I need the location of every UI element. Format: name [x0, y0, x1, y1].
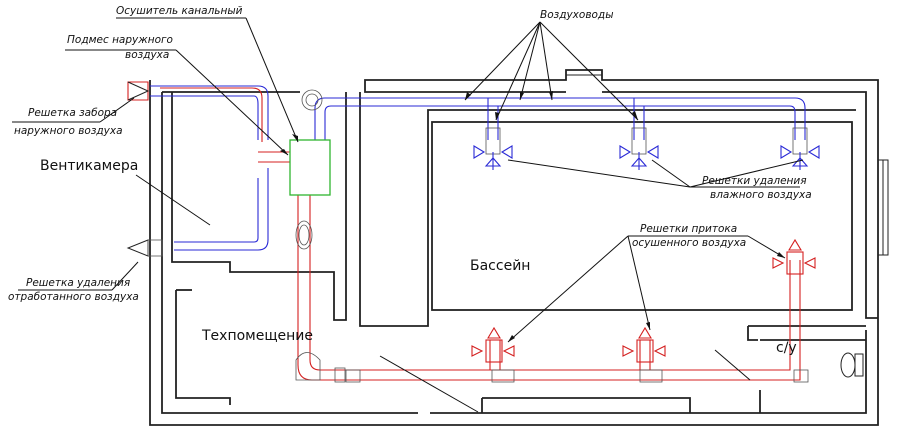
label-wc: с/у — [776, 340, 797, 356]
drop-1 — [487, 98, 499, 140]
label-pool: Бассейн — [470, 258, 530, 274]
exhaust-grille — [126, 239, 149, 257]
label-vent-room: Вентикамера — [40, 158, 138, 174]
label-supply-grilles-2: осушенного воздуха — [632, 237, 746, 249]
tech-lower-wall — [175, 290, 231, 405]
label-humid-exhaust-1: Решетки удаления — [702, 175, 807, 187]
toilet — [840, 352, 856, 378]
label-supply-grilles-1: Решетки притока — [640, 223, 737, 235]
pool-room-wall — [359, 92, 856, 327]
label-intake-grille-2: наружного воздуха — [14, 125, 123, 137]
supply-grille-2 — [622, 326, 666, 363]
east-inner-wall — [602, 91, 878, 319]
exhaust-grille-3 — [780, 127, 820, 170]
label-ducts: Воздуховоды — [540, 9, 614, 21]
label-humid-exhaust-2: влажного воздуха — [710, 189, 812, 201]
supply-grille-1 — [471, 326, 515, 363]
label-outdoor-mix-1: Подмес наружного — [67, 34, 173, 46]
label-exhaust-grille-2: отработанного воздуха — [8, 291, 139, 303]
supply-grilles — [471, 238, 816, 363]
walls — [149, 69, 889, 426]
label-outdoor-mix-2: воздуха — [125, 49, 169, 61]
vent-room-wall — [171, 92, 347, 321]
west-inner-wall — [161, 92, 418, 414]
label-tech-room: Техпомещение — [201, 328, 313, 344]
label-exhaust-grille-1: Решетка удаления — [26, 277, 130, 289]
exhaust-grille-1 — [473, 127, 513, 170]
intake-grille — [127, 81, 150, 101]
south-inner-wall — [430, 330, 867, 414]
exhaust-grille-2 — [619, 127, 659, 170]
duct-dryer-unit — [289, 139, 331, 196]
return-ducts — [150, 85, 806, 251]
drop-2 — [633, 98, 645, 140]
duct-fittings — [295, 89, 809, 383]
pool-outline — [431, 121, 853, 311]
label-intake-grille-1: Решетка забора — [28, 107, 117, 119]
intake-duct — [150, 85, 269, 140]
leader-arrowheads — [280, 91, 785, 342]
leader-lines — [12, 17, 804, 413]
main-return-duct — [314, 97, 806, 140]
exhaust-duct — [174, 168, 269, 251]
supply-grille-3 — [772, 238, 816, 275]
outer-wall — [149, 69, 879, 426]
label-dryer: Осушитель канальный — [116, 5, 243, 17]
humid-exhaust-grilles — [473, 127, 820, 170]
